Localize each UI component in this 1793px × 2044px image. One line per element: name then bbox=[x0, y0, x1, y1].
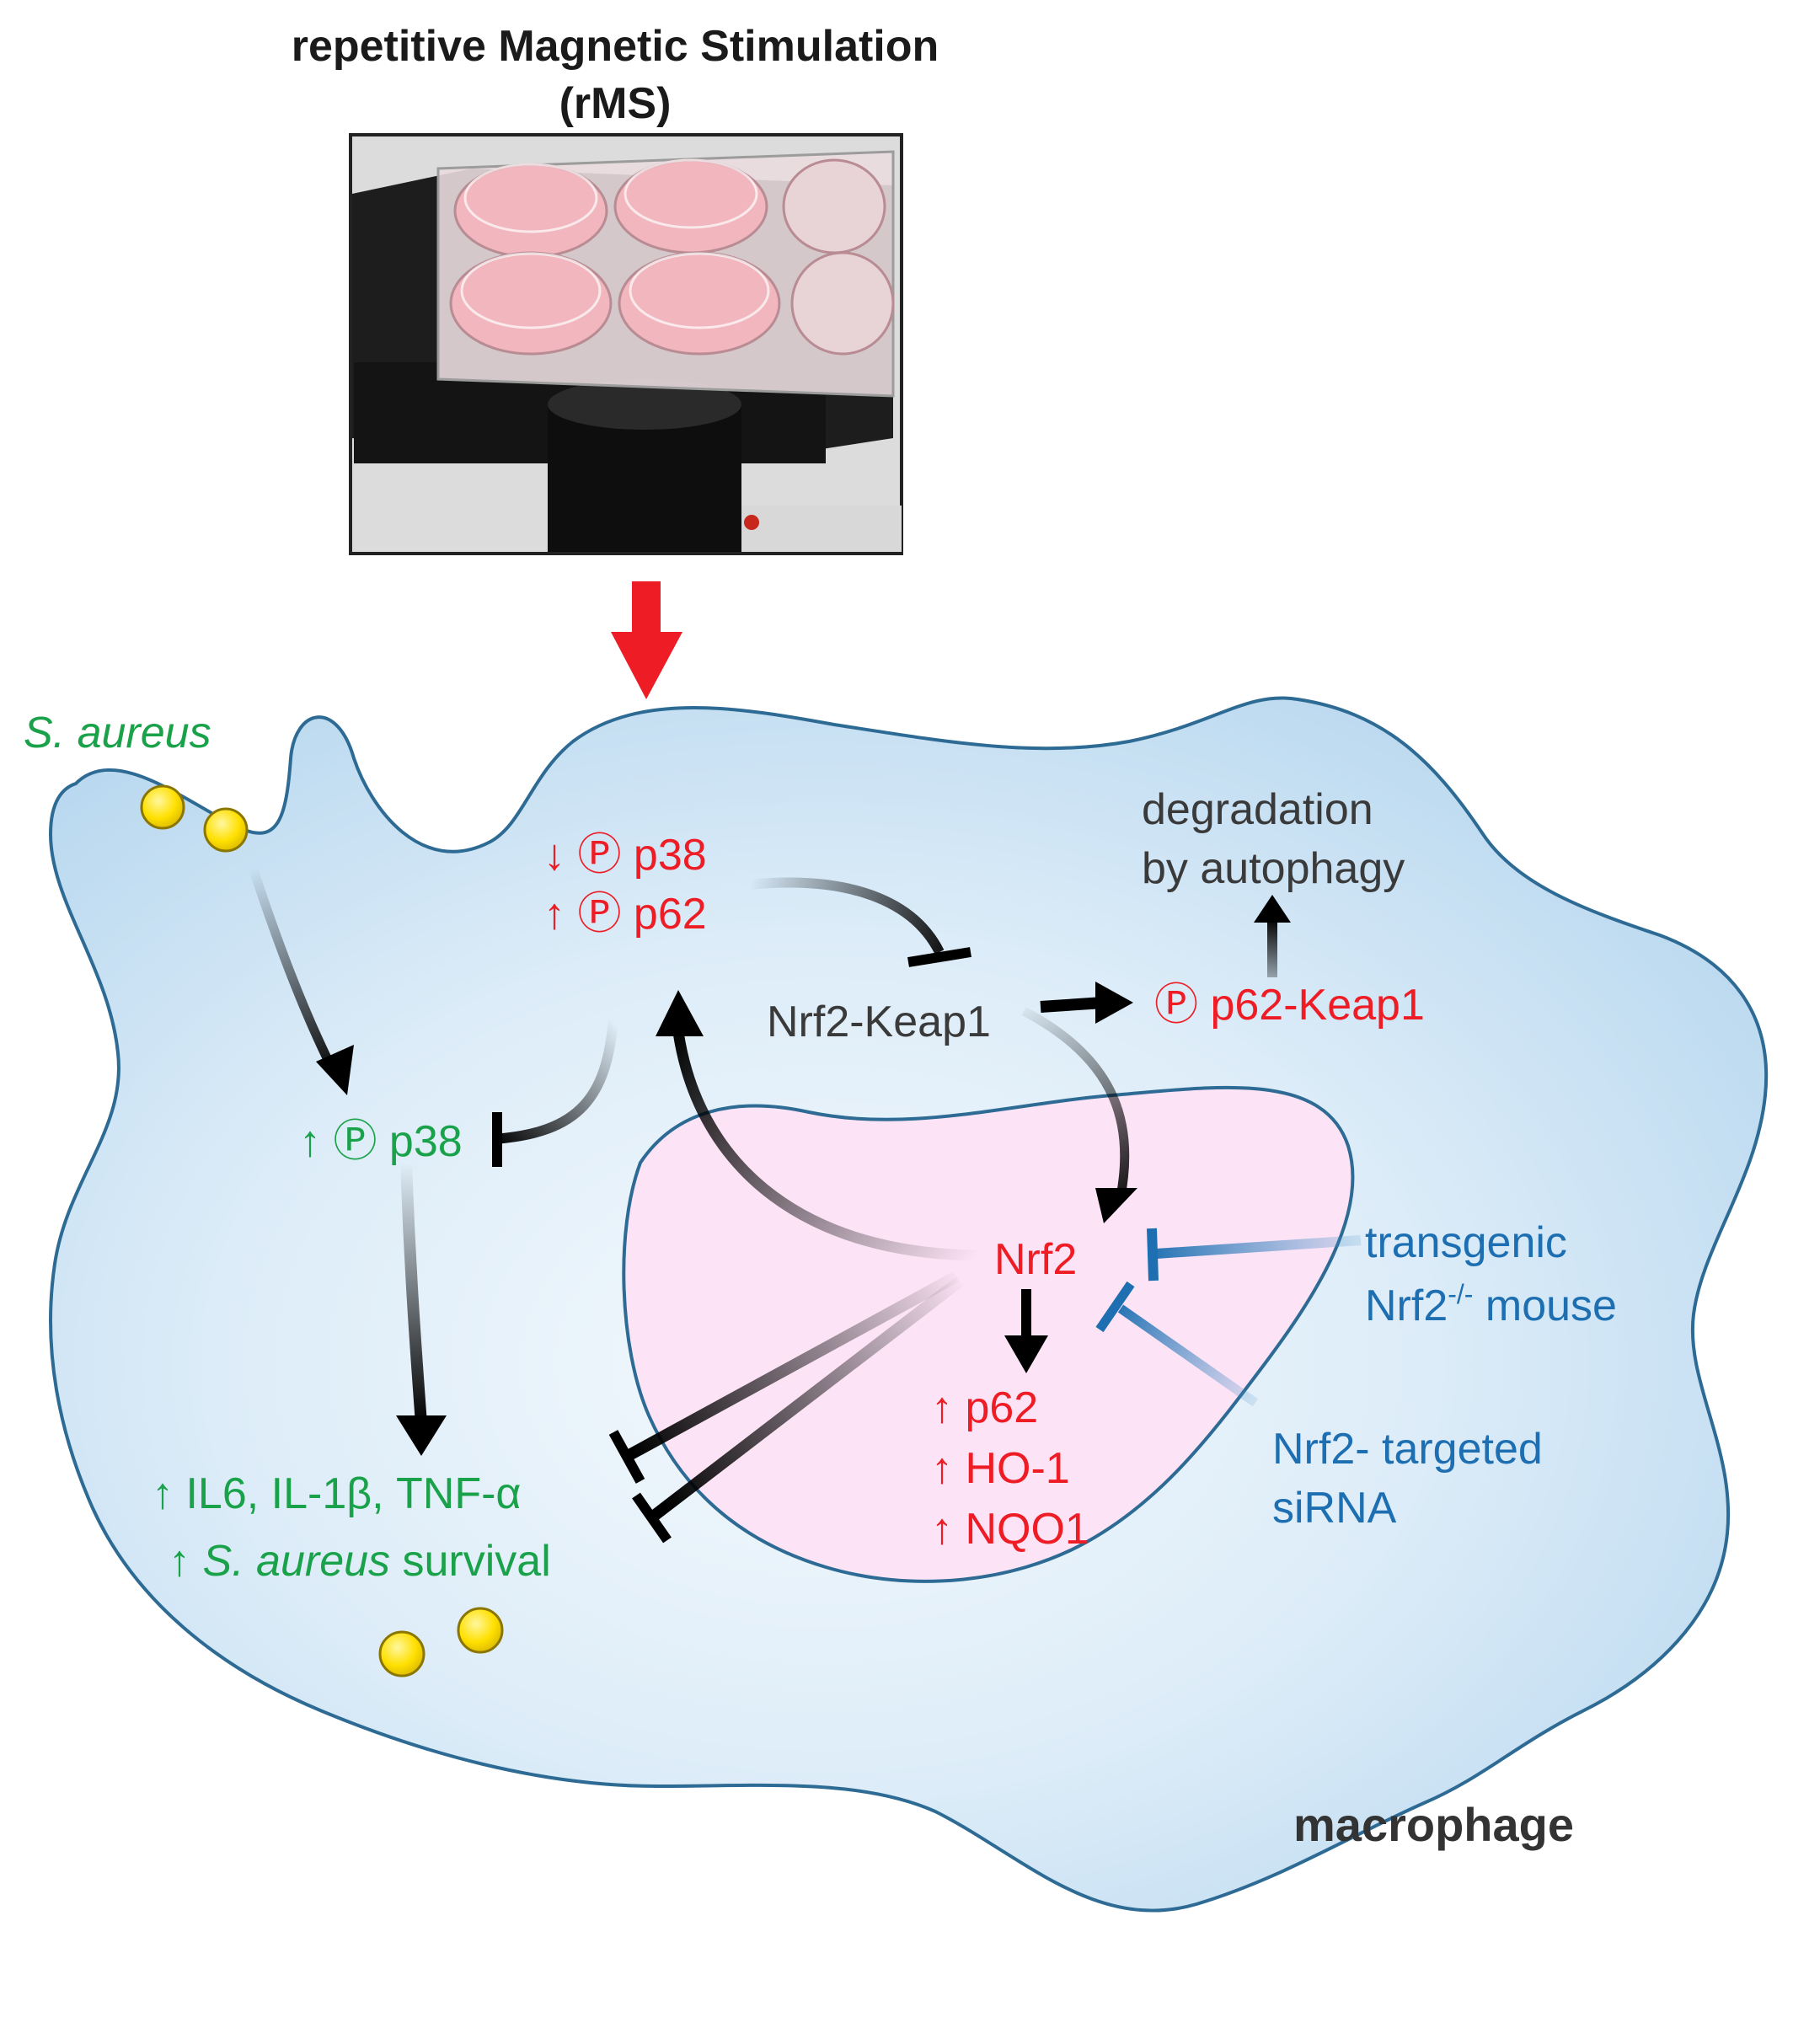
bacteria-group-top bbox=[140, 784, 249, 853]
inhibit-p38-to-up-p38 bbox=[492, 1019, 618, 1144]
label-survival-arrow: ↑ bbox=[169, 1537, 202, 1586]
title-line-1: repetitive Magnetic Stimulation bbox=[292, 22, 939, 71]
inhibit-transgenic-to-nrf2 bbox=[1155, 1235, 1362, 1259]
culture-wells bbox=[449, 158, 895, 356]
arrowhead bbox=[1254, 895, 1291, 923]
pathway-connectors bbox=[248, 866, 1362, 1544]
arrowhead bbox=[396, 1415, 447, 1456]
arrowhead bbox=[656, 990, 704, 1036]
label-transgenic-mouse: mouse bbox=[1473, 1282, 1617, 1330]
inhibit-bar-blue bbox=[1095, 1281, 1135, 1333]
inhibit-p62-to-keap1 bbox=[749, 877, 945, 955]
label-nrf2: Nrf2 bbox=[994, 1235, 1077, 1284]
label-degradation-2: by autophagy bbox=[1142, 844, 1405, 893]
label-survival: ↑ S. aureus survival bbox=[169, 1537, 551, 1586]
bacterium bbox=[203, 807, 249, 853]
arrow-keap1-to-nrf2 bbox=[1021, 1007, 1130, 1198]
label-p38-down: ↓ Ⓟ p38 bbox=[543, 831, 707, 880]
arrow-saureus-to-p38 bbox=[248, 866, 337, 1073]
inhibit-nrf2-to-cytokines bbox=[624, 1271, 960, 1462]
label-target-nqo1: ↑ NQO1 bbox=[931, 1505, 1089, 1554]
inhibit-sirna-to-nrf2 bbox=[1117, 1304, 1259, 1407]
arrow-keap1-to-p62keap1 bbox=[1040, 997, 1105, 1013]
label-cytokines: ↑ IL6, IL-1β, TNF-α bbox=[152, 1469, 522, 1518]
arrowhead bbox=[1095, 1188, 1137, 1223]
bacterium bbox=[140, 784, 185, 830]
label-p62-up: ↑ Ⓟ p62 bbox=[543, 890, 707, 939]
label-p38-up: ↑ Ⓟ p38 bbox=[299, 1117, 463, 1166]
label-macrophage: macrophage bbox=[1293, 1798, 1574, 1851]
arrow-p38-to-cytokines bbox=[400, 1162, 427, 1425]
label-survival-species: S. aureus bbox=[202, 1537, 390, 1586]
arrowhead bbox=[1095, 982, 1133, 1024]
label-target-ho1: ↑ HO-1 bbox=[931, 1444, 1070, 1493]
bacteria-group-bottom bbox=[378, 1607, 504, 1677]
rms-stimulus-arrow bbox=[611, 581, 682, 699]
inhibit-bar-blue bbox=[1147, 1228, 1159, 1282]
inhibit-bar bbox=[632, 1492, 672, 1544]
label-sirna-1: Nrf2- targeted bbox=[1272, 1425, 1543, 1474]
label-transgenic-1: transgenic bbox=[1365, 1218, 1567, 1267]
label-s-aureus: S. aureus bbox=[24, 709, 211, 757]
arrowhead bbox=[316, 1045, 354, 1095]
label-transgenic-superscript: -/- bbox=[1448, 1279, 1473, 1309]
arrowhead bbox=[1004, 1335, 1048, 1373]
bacterium bbox=[378, 1630, 426, 1677]
label-transgenic-nrf2: Nrf2 bbox=[1365, 1282, 1448, 1330]
rms-device-photo bbox=[349, 133, 903, 555]
label-transgenic-2: Nrf2-/- mouse bbox=[1365, 1279, 1617, 1330]
label-p62-keap1: Ⓟ p62-Keap1 bbox=[1154, 981, 1425, 1030]
label-sirna-2: siRNA bbox=[1272, 1484, 1397, 1533]
label-nrf2-keap1: Nrf2-Keap1 bbox=[767, 998, 991, 1046]
inhibit-bar bbox=[608, 1430, 645, 1484]
bacterium bbox=[457, 1607, 504, 1654]
arrow-nrf2-to-p62 bbox=[672, 1031, 982, 1261]
inhibit-nrf2-to-survival bbox=[649, 1276, 965, 1522]
inhibit-bar bbox=[907, 947, 971, 967]
label-degradation-1: degradation bbox=[1142, 785, 1373, 834]
label-target-p62: ↑ p62 bbox=[931, 1383, 1038, 1432]
label-survival-text: survival bbox=[390, 1537, 551, 1586]
title-line-2: (rMS) bbox=[559, 79, 672, 128]
